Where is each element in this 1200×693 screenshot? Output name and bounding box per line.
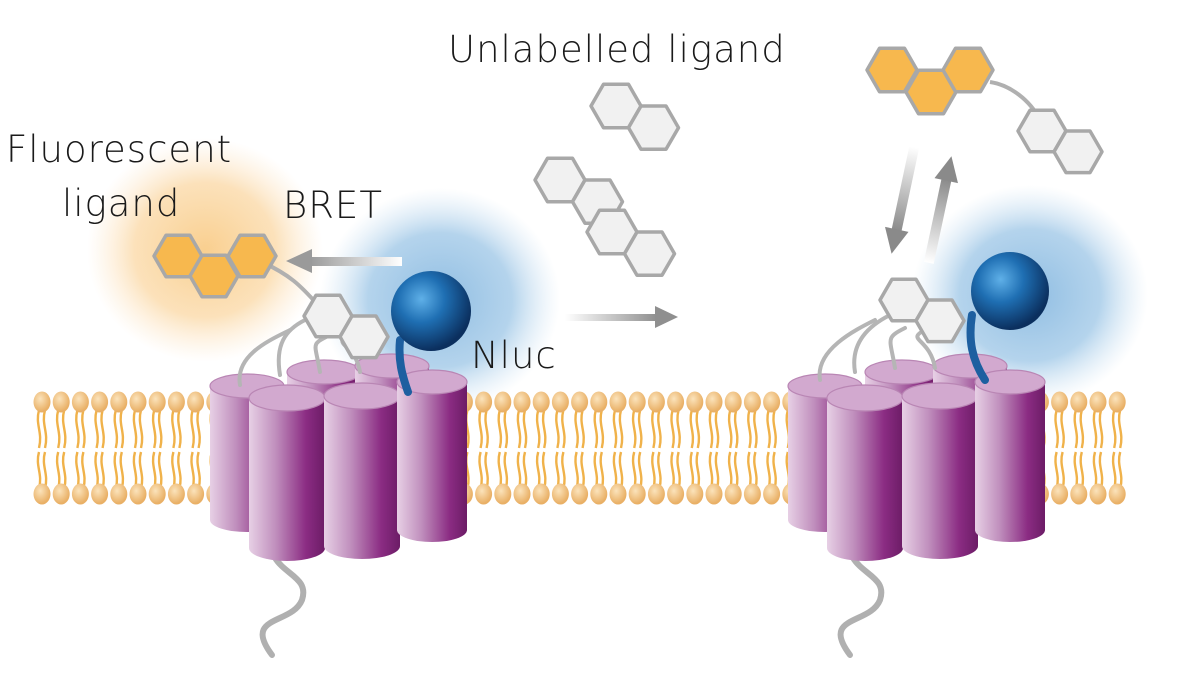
unlabelled-ligand (585, 208, 677, 278)
lipid (532, 391, 550, 505)
fluorophore-ring (226, 233, 278, 279)
nluc-linker (395, 336, 412, 396)
lipid (647, 391, 665, 505)
ligand-ring (626, 104, 681, 152)
fluorophore-ring (188, 253, 240, 299)
lipid (743, 391, 761, 505)
lipid (724, 391, 742, 505)
lipid (187, 391, 205, 505)
lipid (551, 391, 569, 505)
extracellular-loops (817, 313, 937, 382)
transmembrane-helix (323, 382, 401, 559)
free-unlabelled-ligands (533, 46, 1104, 278)
nluc-linker (966, 311, 989, 384)
displaced-fluorescent-ligand (865, 46, 1104, 175)
bret-label: BRET (283, 184, 383, 227)
lipid (494, 391, 512, 505)
lipid (148, 391, 166, 505)
nluc-luciferase (391, 271, 471, 351)
lipid (667, 391, 685, 505)
bret-glow-orange (87, 138, 323, 362)
lipid (71, 391, 89, 505)
lipid (705, 391, 723, 505)
fluorophore-ring (941, 46, 995, 94)
lipid (609, 391, 627, 505)
nluc-luciferase (971, 252, 1049, 330)
lipid (1089, 391, 1107, 505)
lipid (1051, 391, 1069, 505)
lipid (1070, 391, 1088, 505)
ligand-ring (914, 298, 966, 344)
fluorescent-ligand-label-line1: Fluorescent (6, 128, 233, 171)
ligand-ring (622, 230, 677, 278)
bret-arrow (286, 249, 402, 273)
lipid (91, 391, 109, 505)
lipid (167, 391, 185, 505)
transmembrane-helix (826, 384, 904, 561)
unlabelled-ligand-label: Unlabelled ligand (448, 28, 786, 71)
unlabelled-ligand (589, 82, 681, 152)
lipid (475, 391, 493, 505)
ligand-ring (338, 314, 390, 360)
lipid (110, 391, 128, 505)
lipid (513, 391, 531, 505)
fluorescent-ligand-label-line2: ligand (62, 182, 181, 225)
ligand-pharmacophore (302, 293, 390, 360)
fluorescent-ligand (152, 233, 390, 360)
lipid (33, 391, 51, 505)
lipid (763, 391, 781, 505)
ligand-pharmacophore (1016, 108, 1104, 175)
receptor-right (787, 252, 1049, 658)
transmembrane-helix (396, 369, 468, 542)
ligand-ring (1052, 129, 1104, 175)
transmembrane-helix (901, 382, 979, 559)
lipid (571, 391, 589, 505)
lipid (686, 391, 704, 505)
nluc-label: Nluc (471, 334, 557, 377)
lipid (52, 391, 70, 505)
transmembrane-helix (248, 384, 326, 561)
lipid (129, 391, 147, 505)
lipid (1108, 391, 1126, 505)
transmembrane-helix (974, 369, 1046, 542)
receptor-left (152, 233, 471, 658)
lipid (628, 391, 646, 505)
transition-arrow (565, 306, 678, 328)
bound-unlabelled-ligand (878, 277, 966, 344)
lipid (590, 391, 608, 505)
binding-equilibrium-arrows (885, 146, 958, 264)
